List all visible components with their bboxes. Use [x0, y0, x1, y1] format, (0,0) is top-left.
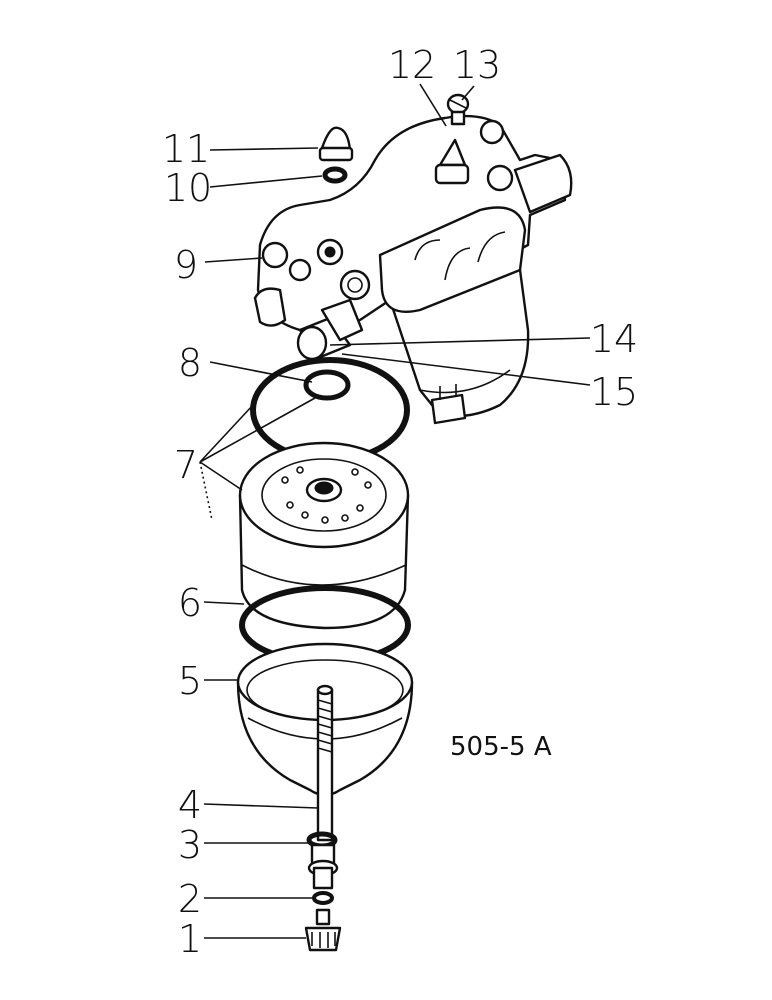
banjo-bolt [296, 298, 364, 361]
leader-lines [199, 83, 591, 939]
callout-7: 7 [174, 443, 198, 487]
callout-15: 15 [590, 370, 638, 414]
callout-11: 11 [162, 127, 210, 171]
filter-head [253, 114, 573, 425]
centre-bolt [316, 684, 334, 842]
callout-10: 10 [164, 166, 212, 210]
washer [322, 166, 348, 184]
callout-13: 13 [453, 43, 501, 87]
callout-2: 2 [178, 877, 202, 921]
cap-nut [318, 126, 354, 162]
callout-labels: 1 2 3 4 5 6 7 8 9 10 11 12 13 14 15 [162, 43, 638, 961]
seal-washer [306, 831, 339, 890]
bleed-screw [446, 93, 470, 126]
sealing-ring-small [303, 369, 351, 401]
callout-5: 5 [178, 659, 202, 703]
callout-1: 1 [178, 917, 202, 961]
callout-8: 8 [178, 341, 202, 385]
callout-6: 6 [178, 581, 202, 625]
figure-code: 505-5 A [450, 732, 552, 762]
callout-9: 9 [174, 243, 198, 287]
small-washer [312, 891, 334, 905]
callout-12: 12 [388, 43, 436, 87]
callout-3: 3 [178, 823, 202, 867]
callout-4: 4 [178, 783, 202, 827]
callout-14: 14 [590, 317, 638, 361]
drain-plug [304, 908, 342, 952]
